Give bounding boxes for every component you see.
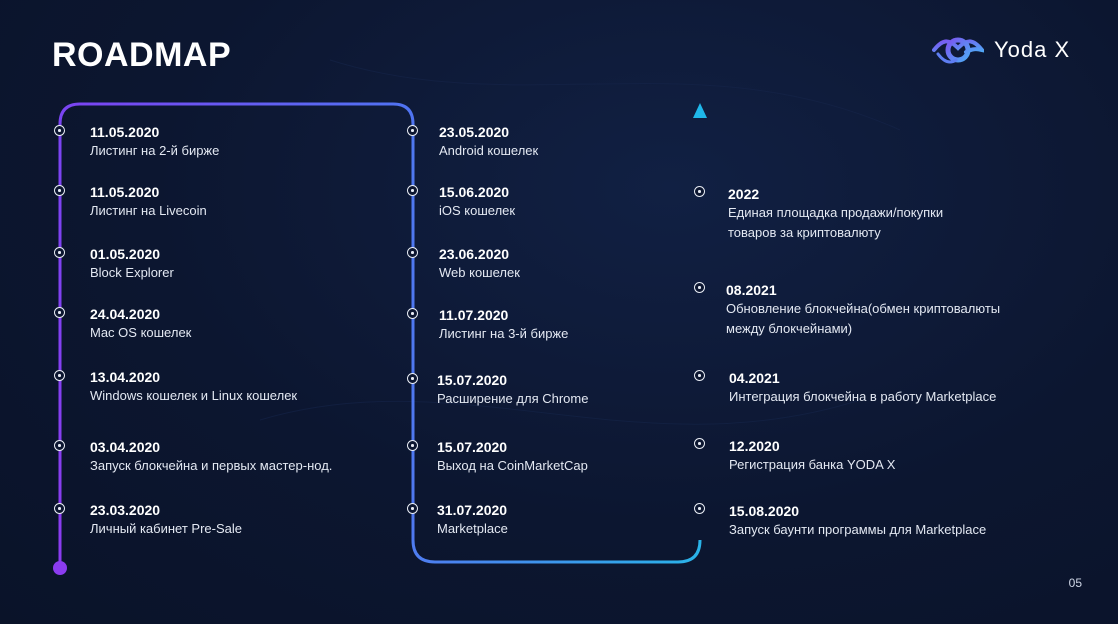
timeline-node [407,308,418,319]
logo: Yoda X [932,32,1070,68]
timeline-node [54,370,65,381]
roadmap-item: 11.05.2020 Листинг на 2-й бирже [90,123,219,161]
timeline-node [407,247,418,258]
item-date: 03.04.2020 [90,439,161,455]
item-desc: Интеграция блокчейна в работу Marketplac… [729,389,997,404]
item-desc: iOS кошелек [439,203,516,218]
item-date: 11.05.2020 [90,184,160,200]
roadmap-item: 15.07.2020 Выход на CoinMarketCap [437,438,588,476]
item-desc: Запуск блокчейна и первых мастер-нод. [90,458,333,473]
timeline-node [407,373,418,384]
item-desc: Выход на CoinMarketCap [437,458,588,473]
timeline-node [54,125,65,136]
roadmap-item: 15.06.2020 iOS кошелек [439,183,515,221]
timeline-node [54,185,65,196]
item-date: 11.05.2020 [90,124,160,140]
item-desc: Block Explorer [90,265,174,280]
item-date: 08.2021 [726,282,777,298]
timeline-node [407,503,418,514]
item-desc: Листинг на Livecoin [90,203,207,218]
timeline-node [407,440,418,451]
item-date: 15.07.2020 [437,372,508,388]
roadmap-item: 11.07.2020 Листинг на 3-й бирже [439,306,568,344]
item-desc: Листинг на 2-й бирже [90,143,220,158]
roadmap-item: 03.04.2020 Запуск блокчейна и первых мас… [90,438,332,476]
roadmap-item: 01.05.2020 Block Explorer [90,245,174,283]
item-date: 15.08.2020 [729,503,800,519]
item-desc: Mac OS кошелек [90,325,192,340]
roadmap-item: 23.05.2020 Android кошелек [439,123,538,161]
timeline-node [407,185,418,196]
yoda-x-logo-icon [932,37,984,64]
timeline-node [694,186,705,197]
item-desc: Web кошелек [439,265,520,280]
item-date: 24.04.2020 [90,306,161,322]
item-desc: Личный кабинет Pre-Sale [90,521,242,536]
timeline-node [694,438,705,449]
roadmap-item: 11.05.2020 Листинг на Livecoin [90,183,207,221]
item-date: 23.06.2020 [439,246,510,262]
timeline-node [694,503,705,514]
item-desc: Marketplace [437,521,508,536]
roadmap-item: 24.04.2020 Mac OS кошелек [90,305,191,343]
timeline-node [54,307,65,318]
item-date: 04.2021 [729,370,780,386]
item-date: 11.07.2020 [439,307,509,323]
logo-text: Yoda X [994,37,1071,62]
roadmap-item: 31.07.2020 Marketplace [437,501,508,539]
roadmap-item: 2022 Единая площадка продажи/покупки тов… [728,185,943,243]
page-number: 05 [1068,576,1082,590]
item-desc: Обновление блокчейна(обмен криптовалюты … [726,301,1001,336]
roadmap-item: 13.04.2020 Windows кошелек и Linux кошел… [90,368,297,406]
item-date: 15.06.2020 [439,184,510,200]
timeline-node [694,370,705,381]
timeline-node [54,503,65,514]
item-date: 01.05.2020 [90,246,161,262]
timeline-node [54,440,65,451]
roadmap-item: 15.07.2020 Расширение для Chrome [437,371,588,409]
item-date: 15.07.2020 [437,439,508,455]
page-title: ROADMAP [52,36,232,74]
roadmap-item: 04.2021 Интеграция блокчейна в работу Ma… [729,369,996,407]
item-date: 12.2020 [729,438,780,454]
item-desc: Расширение для Chrome [437,391,589,406]
item-desc: Windows кошелек и Linux кошелек [90,388,298,403]
item-date: 2022 [728,186,760,202]
roadmap-item: 12.2020 Регистрация банка YODA X [729,437,895,475]
item-desc: Регистрация банка YODA X [729,457,896,472]
item-desc: Android кошелек [439,143,539,158]
item-desc: Листинг на 3-й бирже [439,326,569,341]
item-date: 31.07.2020 [437,502,508,518]
timeline-node [54,247,65,258]
roadmap-item: 23.03.2020 Личный кабинет Pre-Sale [90,501,242,539]
timeline-node [694,282,705,293]
item-date: 13.04.2020 [90,369,161,385]
item-desc: Запуск баунти программы для Marketplace [729,522,987,537]
item-date: 23.05.2020 [439,124,510,140]
timeline-node [407,125,418,136]
roadmap-item: 23.06.2020 Web кошелек [439,245,520,283]
roadmap-item: 08.2021 Обновление блокчейна(обмен крипт… [726,281,1000,339]
item-desc: Единая площадка продажи/покупки товаров … [728,205,944,240]
item-date: 23.03.2020 [90,502,161,518]
roadmap-item: 15.08.2020 Запуск баунти программы для M… [729,502,986,540]
